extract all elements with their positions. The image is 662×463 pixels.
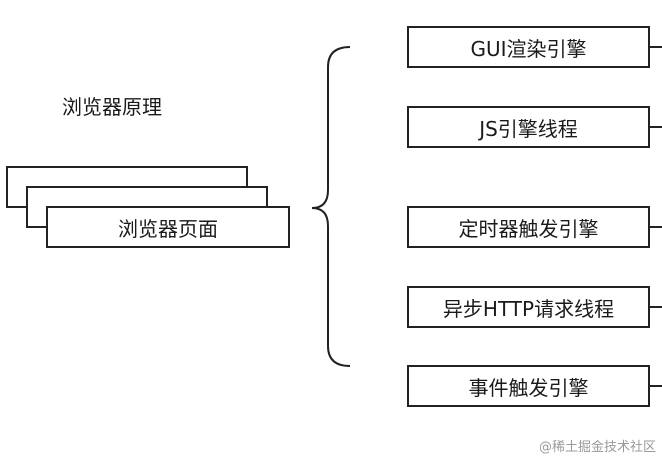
browser-page-label: 浏览器页面	[118, 216, 218, 241]
node-timer-trigger-engine: 定时器触发引擎	[407, 206, 650, 248]
watermark-text: @稀土掘金技术社区	[538, 440, 656, 455]
node-label: JS引擎线程	[479, 116, 578, 141]
browser-page-box: 浏览器页面	[46, 206, 290, 248]
node-label: GUI渲染引擎	[470, 36, 587, 61]
curly-brace	[311, 46, 351, 367]
node-gui-render-engine: GUI渲染引擎	[407, 26, 650, 68]
node-label: 异步HTTP请求线程	[442, 296, 615, 321]
node-label: 定时器触发引擎	[458, 216, 599, 241]
node-label: 事件触发引擎	[468, 375, 589, 400]
node-event-trigger-engine: 事件触发引擎	[407, 365, 650, 407]
diagram-title: 浏览器原理	[62, 95, 162, 119]
node-async-http-thread: 异步HTTP请求线程	[407, 286, 650, 328]
node-js-engine-thread: JS引擎线程	[407, 106, 650, 148]
